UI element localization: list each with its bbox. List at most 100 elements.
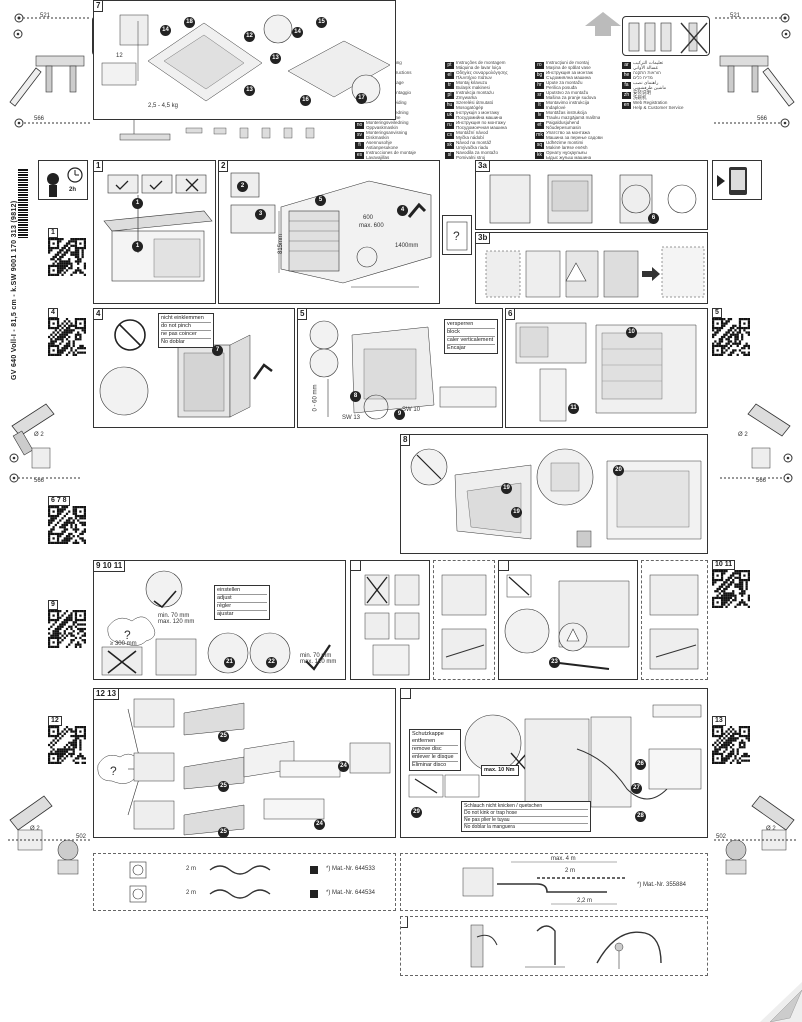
qr-code-label: 13 xyxy=(712,716,726,726)
language-title: Montāžas instrukcija xyxy=(546,110,587,115)
step-marker-18: 18 xyxy=(184,17,195,28)
language-code-badge: ro xyxy=(535,61,544,69)
panel9-min2: min. 70 mm xyxy=(300,653,332,659)
panel-2-drawing xyxy=(230,172,432,288)
drill-illustration-bottom-left xyxy=(8,795,90,875)
step-marker-19: 19 xyxy=(501,483,512,494)
torque-label: max. 10 Nm xyxy=(484,767,515,773)
language-title: Montážní návod xyxy=(456,130,489,135)
panel4-word-1: nicht einklemmen xyxy=(161,315,211,323)
door-frame-drawing xyxy=(364,574,420,676)
dim-side-left-2: 566 xyxy=(34,478,45,484)
step-marker-9: 9 xyxy=(394,409,405,420)
step-marker-10: 10 xyxy=(626,327,637,338)
dim-side-left-line xyxy=(14,118,90,128)
cabinet-options-box-right xyxy=(622,16,710,56)
qr-code-icon[interactable] xyxy=(712,318,750,356)
step-marker-17: 17 xyxy=(356,93,367,104)
dim-top-right-label: 521 xyxy=(730,13,741,19)
step-panel-7: 7 14 18 12 13 13 14 15 16 17 2,5 - 4,5 k… xyxy=(93,0,396,120)
language-title: Инструкция за монтаж xyxy=(546,70,593,75)
step-marker-25: 25 xyxy=(218,731,229,742)
qr-code-icon[interactable] xyxy=(712,726,750,764)
cable1-length: 2 m xyxy=(186,866,197,872)
panel-8-drawing xyxy=(410,448,702,548)
panel9-adjust-box: einstellen adjust régler ajustar xyxy=(214,585,270,620)
panel-1-drawing xyxy=(103,174,213,282)
language-title: Οδηγίες συναρμολόγησης xyxy=(456,70,508,75)
language-code-badge: kk xyxy=(535,151,544,159)
language-code-badge: tr xyxy=(445,81,454,89)
step-panel-3a: 3a 6 xyxy=(475,160,708,230)
dim-side-right-label: 566 xyxy=(757,116,768,122)
panel4-word-4: No doblar xyxy=(161,339,185,345)
step-marker-24b: 24 xyxy=(314,819,325,830)
panel-number-8: 8 xyxy=(401,435,411,446)
language-code-badge: fa xyxy=(622,81,631,89)
step-marker-20: 20 xyxy=(613,465,624,476)
language-title: Návod na montáž xyxy=(456,140,492,145)
qr-code-label: 5 xyxy=(712,308,722,318)
qr-code-icon[interactable] xyxy=(48,238,86,276)
panel-7-drawing xyxy=(101,14,391,104)
panel-number-5: 5 xyxy=(298,309,308,320)
panel4-word-2: do not pinch xyxy=(161,323,211,331)
panel-number-1: 1 xyxy=(94,161,104,172)
language-title: Paigaldusjuhend xyxy=(546,120,580,125)
step-marker-13b: 13 xyxy=(270,53,281,64)
language-code-badge: bg xyxy=(535,71,544,79)
panel-number-9: 9 10 11 xyxy=(94,561,126,572)
language-code-badge: lv xyxy=(535,111,544,119)
language-code-badge: zh xyxy=(622,91,631,99)
qr-code-icon[interactable] xyxy=(48,610,86,648)
qr-code-icon[interactable] xyxy=(712,570,750,608)
hose-extension-drawing xyxy=(462,861,625,905)
qr-code-icon[interactable] xyxy=(48,726,86,764)
step-marker-29: 29 xyxy=(411,807,422,818)
language-title: Montaj kılavuzu xyxy=(456,80,488,85)
panel2-dim-d: 1400mm xyxy=(395,243,419,249)
language-subtitle: מדיח כלים xyxy=(633,75,653,80)
dashed-detail-panel-2 xyxy=(641,560,708,680)
qr-code-icon[interactable] xyxy=(48,506,86,544)
language-subtitle: Trauku mazgājamā mašīna xyxy=(546,115,601,120)
panel-number-2: 2 xyxy=(219,161,229,172)
svg-text:?: ? xyxy=(453,229,460,243)
step-panel-6: 6 10 11 xyxy=(505,308,708,428)
step-marker-24: 24 xyxy=(338,761,349,772)
qr-code-icon[interactable] xyxy=(48,318,86,356)
panel9-word-1: einstellen xyxy=(217,587,267,595)
panel5-range: 0 - 60 mm xyxy=(312,384,319,412)
step-panel-1: 1 1 1 xyxy=(93,160,216,304)
cable1-mat-nr: *) Mat.-Nr. 644533 xyxy=(326,866,376,872)
step-panel-12-13: 12 13 ? 25 25 24 25 24 xyxy=(93,688,396,838)
dim-bottom-right: 502 xyxy=(716,834,727,840)
language-subtitle: Maşina de spălat vase xyxy=(546,65,591,70)
panel-12-drawing: ? xyxy=(97,698,391,836)
language-title: 安装说明 xyxy=(633,90,651,95)
step-marker-1b: 1 xyxy=(132,241,143,252)
panel-9-drawing: ? xyxy=(101,570,331,676)
svg-text:?: ? xyxy=(110,764,117,778)
cabinet-sides-drawing-right xyxy=(628,22,708,54)
language-code-badge: ru xyxy=(445,121,454,129)
cable2-length: 2 m xyxy=(186,890,197,896)
language-title: הוראות התקנה xyxy=(633,70,661,75)
panel-4-drawing xyxy=(99,319,273,418)
language-subtitle: Bulaşık makinesi xyxy=(456,85,490,90)
hose-extension-accessory: max. 4 m 2 m 2,2 m *) Mat.-Nr. 355884 xyxy=(400,853,708,911)
language-title: Asennusohje xyxy=(366,140,393,145)
